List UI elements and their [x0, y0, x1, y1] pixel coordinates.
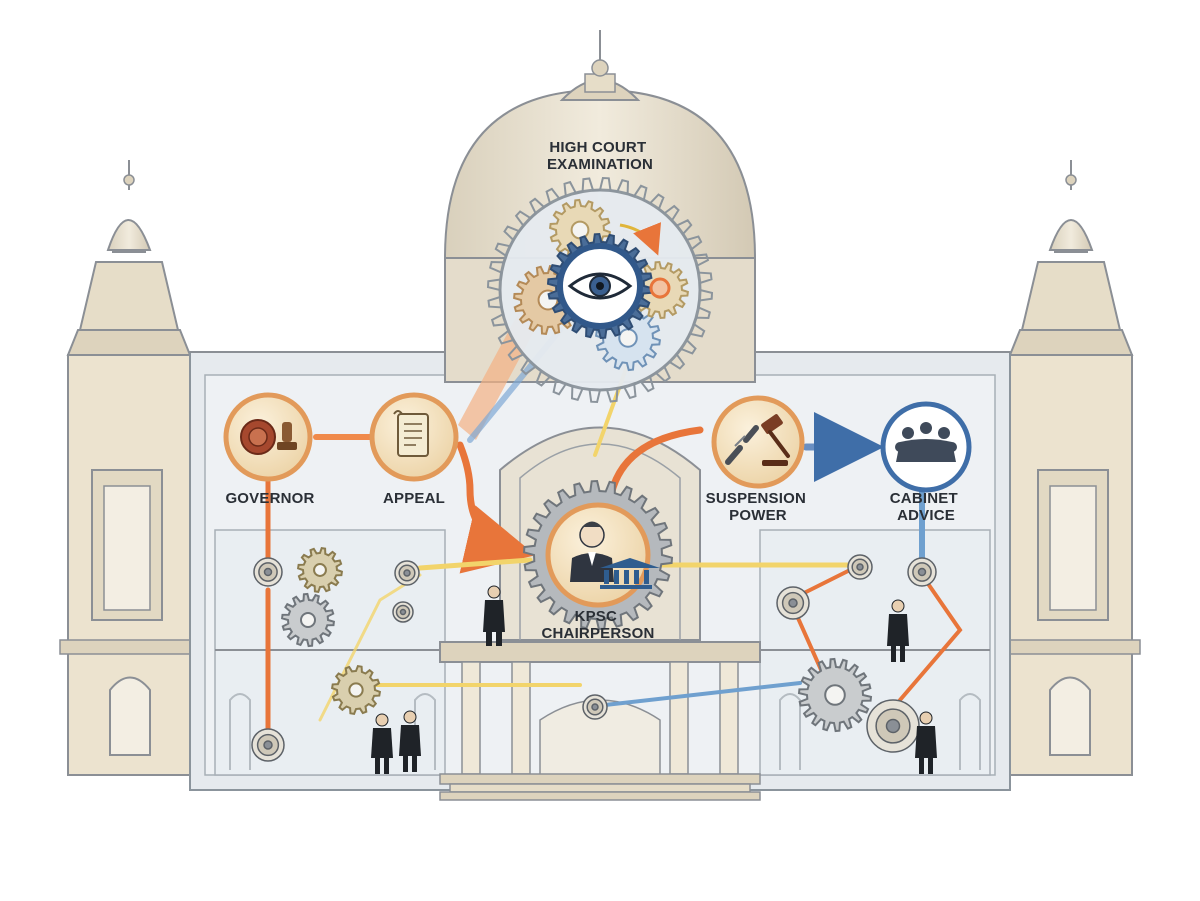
- pulley: [591, 703, 599, 711]
- scroll-icon: [393, 410, 429, 457]
- appeal-label: APPEAL: [383, 490, 445, 507]
- meeting-group-icon: [895, 422, 957, 462]
- gear-machinery: [251, 546, 937, 762]
- cabinet-label-line2: ADVICE: [897, 507, 955, 524]
- right-tower: [1001, 160, 1141, 776]
- cabinet-label-line1: CABINET: [890, 490, 958, 507]
- seal-stamp-icon: [240, 419, 297, 455]
- gear-hub: [618, 328, 638, 348]
- appeal-node: [369, 392, 459, 482]
- suspension-node: [711, 395, 805, 489]
- kpsc-label-line1: KPSC: [575, 608, 617, 625]
- dome-ring-gear: [486, 176, 714, 404]
- gear-hub: [313, 563, 327, 577]
- governor-node: [223, 392, 313, 482]
- pulley: [403, 569, 411, 577]
- pulley: [263, 567, 273, 577]
- pulley: [856, 563, 864, 571]
- eye-icon: [557, 243, 643, 329]
- judge-figure: [399, 710, 421, 772]
- cabinet-node: [880, 401, 972, 493]
- judge-figure: [887, 599, 909, 662]
- judge-figure: [915, 711, 937, 774]
- pulley: [788, 598, 798, 608]
- pulley: [917, 567, 927, 577]
- high-court-gear-cluster: [486, 176, 714, 404]
- pulley: [399, 608, 407, 616]
- gear-hub: [824, 684, 846, 706]
- judge-figures: [371, 585, 937, 774]
- suspension-label-line1: SUSPENSION: [706, 490, 806, 507]
- left-tower: [59, 160, 199, 776]
- cabinet-label: CABINET ADVICE: [890, 490, 962, 524]
- kpsc-node: [522, 479, 674, 631]
- gear-hub: [300, 612, 316, 628]
- court-building-icon: [600, 558, 660, 589]
- high-court-label: HIGH COURT EXAMINATION: [547, 139, 653, 173]
- broken-chain-gavel-icon: [725, 414, 790, 466]
- judge-figure: [483, 585, 505, 646]
- gear-hub: [570, 220, 590, 240]
- high-court-label-line1: HIGH COURT: [549, 139, 646, 156]
- suspension-label-line2: POWER: [729, 507, 787, 524]
- gear-hub: [348, 682, 364, 698]
- kpsc-label-line2: CHAIRPERSON: [541, 625, 654, 642]
- judge-figure: [371, 713, 393, 774]
- pulley: [885, 718, 901, 734]
- judge-bust-icon: [570, 521, 614, 582]
- high-court-label-line2: EXAMINATION: [547, 156, 653, 173]
- governor-label: GOVERNOR: [225, 490, 314, 507]
- labels: HIGH COURT EXAMINATION GOVERNOR APPEAL S…: [225, 139, 962, 642]
- pulley: [263, 740, 273, 750]
- suspension-label: SUSPENSION POWER: [706, 490, 811, 524]
- kpsc-label: KPSC CHAIRPERSON: [541, 608, 654, 642]
